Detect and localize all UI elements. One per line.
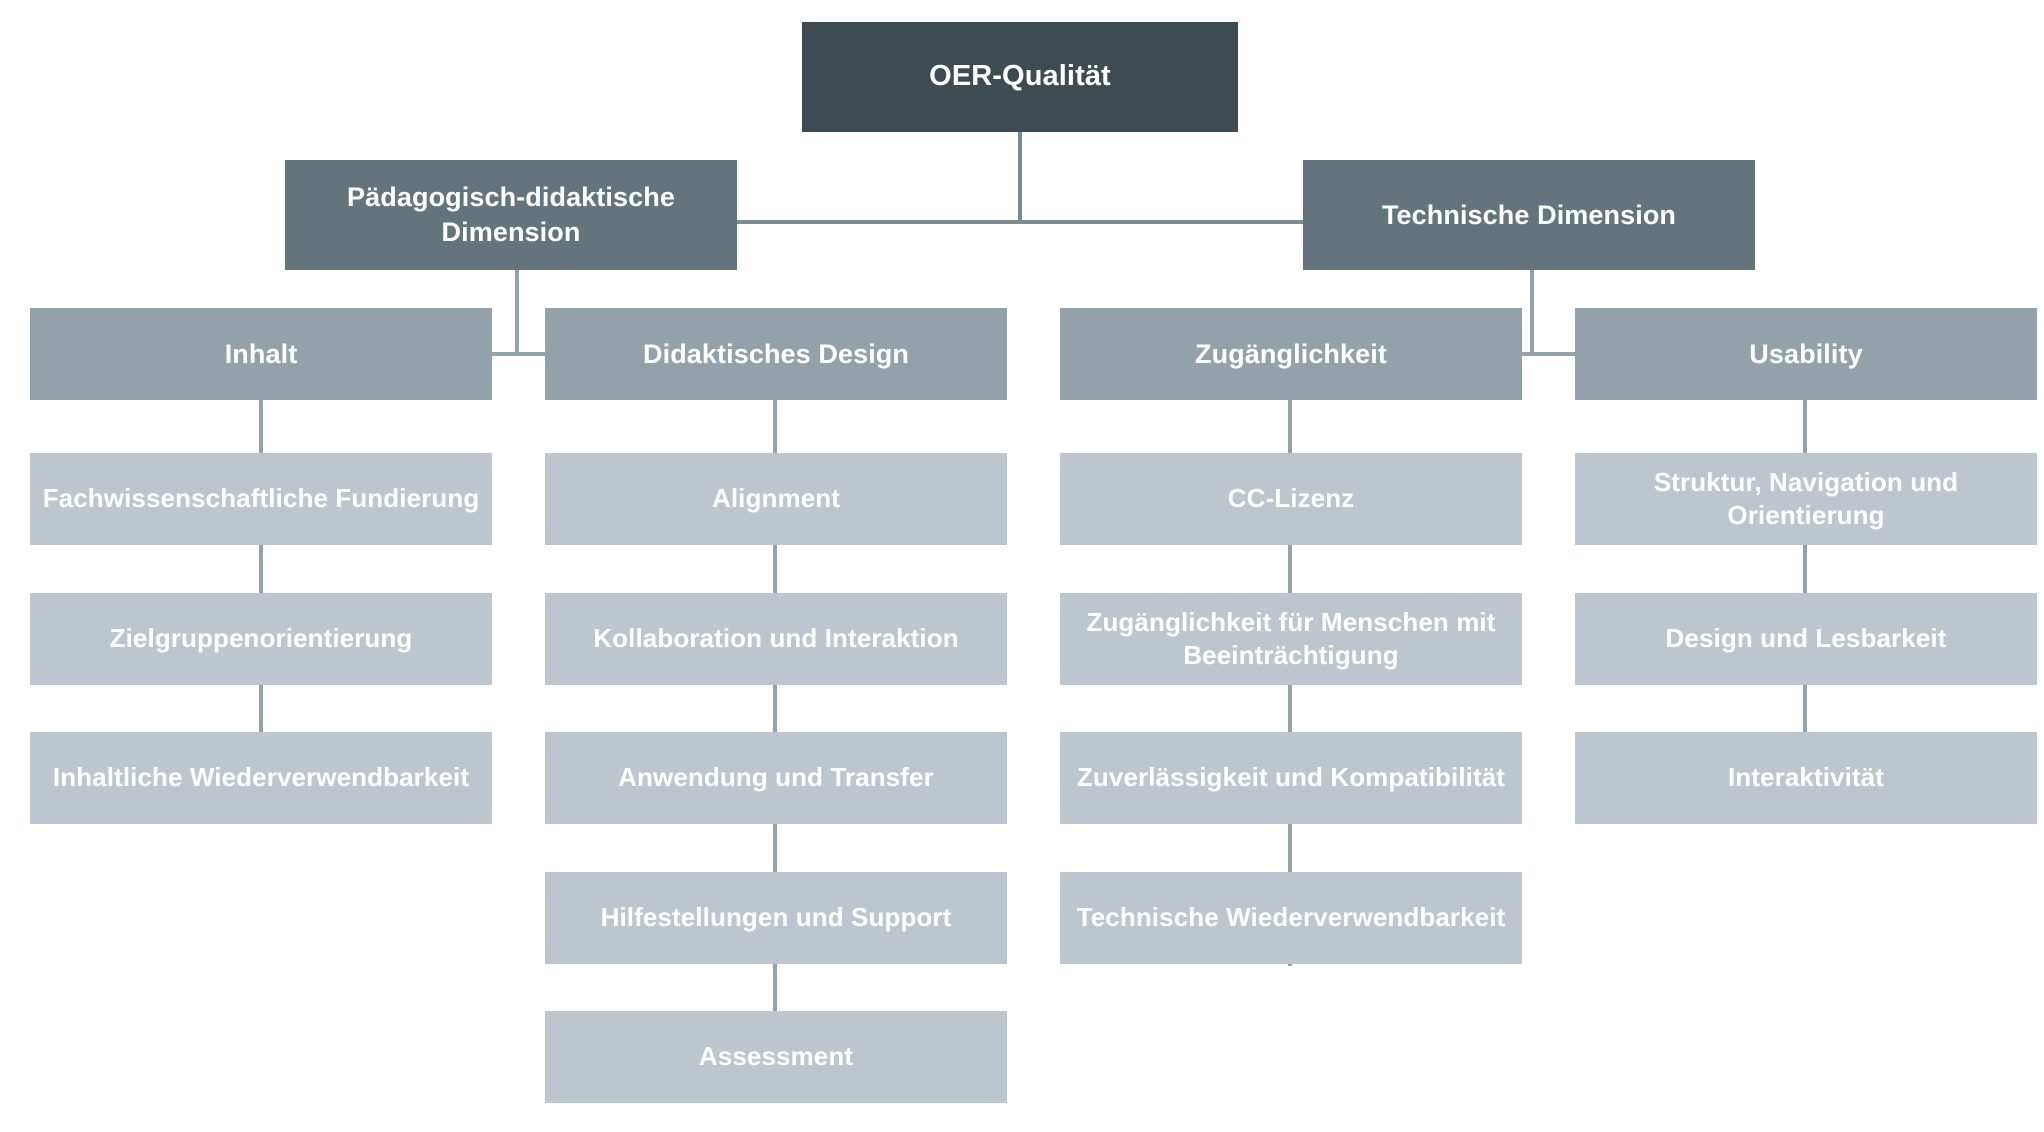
node-criterion-zuverlaessigkeit-und-kompatibilitaet[interactable]: Zuverlässigkeit und Kompatibilität — [1060, 732, 1522, 824]
node-root-oer-qualitaet[interactable]: OER-Qualität — [802, 22, 1238, 132]
node-criterion-struktur-navigation-orientierung[interactable]: Struktur, Navigation und Orientierung — [1575, 453, 2037, 545]
node-criterion-zugaenglichkeit-beeintraechtigung[interactable]: Zugänglichkeit für Menschen mit Beeinträ… — [1060, 593, 1522, 685]
node-criterion-inhaltliche-wiederverwendbarkeit[interactable]: Inhaltliche Wiederverwendbarkeit — [30, 732, 492, 824]
node-category-inhalt[interactable]: Inhalt — [30, 308, 492, 400]
connector-dimension-bus — [735, 220, 1305, 224]
node-criterion-zielgruppenorientierung[interactable]: Zielgruppenorientierung — [30, 593, 492, 685]
connector-root-stem — [1018, 132, 1022, 222]
connector-technical-bus — [1518, 352, 1576, 356]
node-category-usability[interactable]: Usability — [1575, 308, 2037, 400]
node-criterion-anwendung-und-transfer[interactable]: Anwendung und Transfer — [545, 732, 1007, 824]
connector-pedagogical-bus — [490, 352, 548, 356]
node-dimension-pedagogical-didactic[interactable]: Pädagogisch-didaktische Dimension — [285, 160, 737, 270]
node-criterion-assessment[interactable]: Assessment — [545, 1011, 1007, 1103]
node-criterion-alignment[interactable]: Alignment — [545, 453, 1007, 545]
node-category-didaktisches-design[interactable]: Didaktisches Design — [545, 308, 1007, 400]
node-criterion-fachwissenschaftliche-fundierung[interactable]: Fachwissenschaftliche Fundierung — [30, 453, 492, 545]
node-dimension-technical[interactable]: Technische Dimension — [1303, 160, 1755, 270]
node-criterion-cc-lizenz[interactable]: CC-Lizenz — [1060, 453, 1522, 545]
connector-technical-stem — [1530, 270, 1534, 354]
node-criterion-kollaboration-und-interaktion[interactable]: Kollaboration und Interaktion — [545, 593, 1007, 685]
node-criterion-technische-wiederverwendbarkeit[interactable]: Technische Wiederverwendbarkeit — [1060, 872, 1522, 964]
node-criterion-hilfestellungen-und-support[interactable]: Hilfestellungen und Support — [545, 872, 1007, 964]
connector-pedagogical-stem — [515, 270, 519, 354]
node-criterion-design-und-lesbarkeit[interactable]: Design und Lesbarkeit — [1575, 593, 2037, 685]
node-criterion-interaktivitaet[interactable]: Interaktivität — [1575, 732, 2037, 824]
node-category-zugaenglichkeit[interactable]: Zugänglichkeit — [1060, 308, 1522, 400]
